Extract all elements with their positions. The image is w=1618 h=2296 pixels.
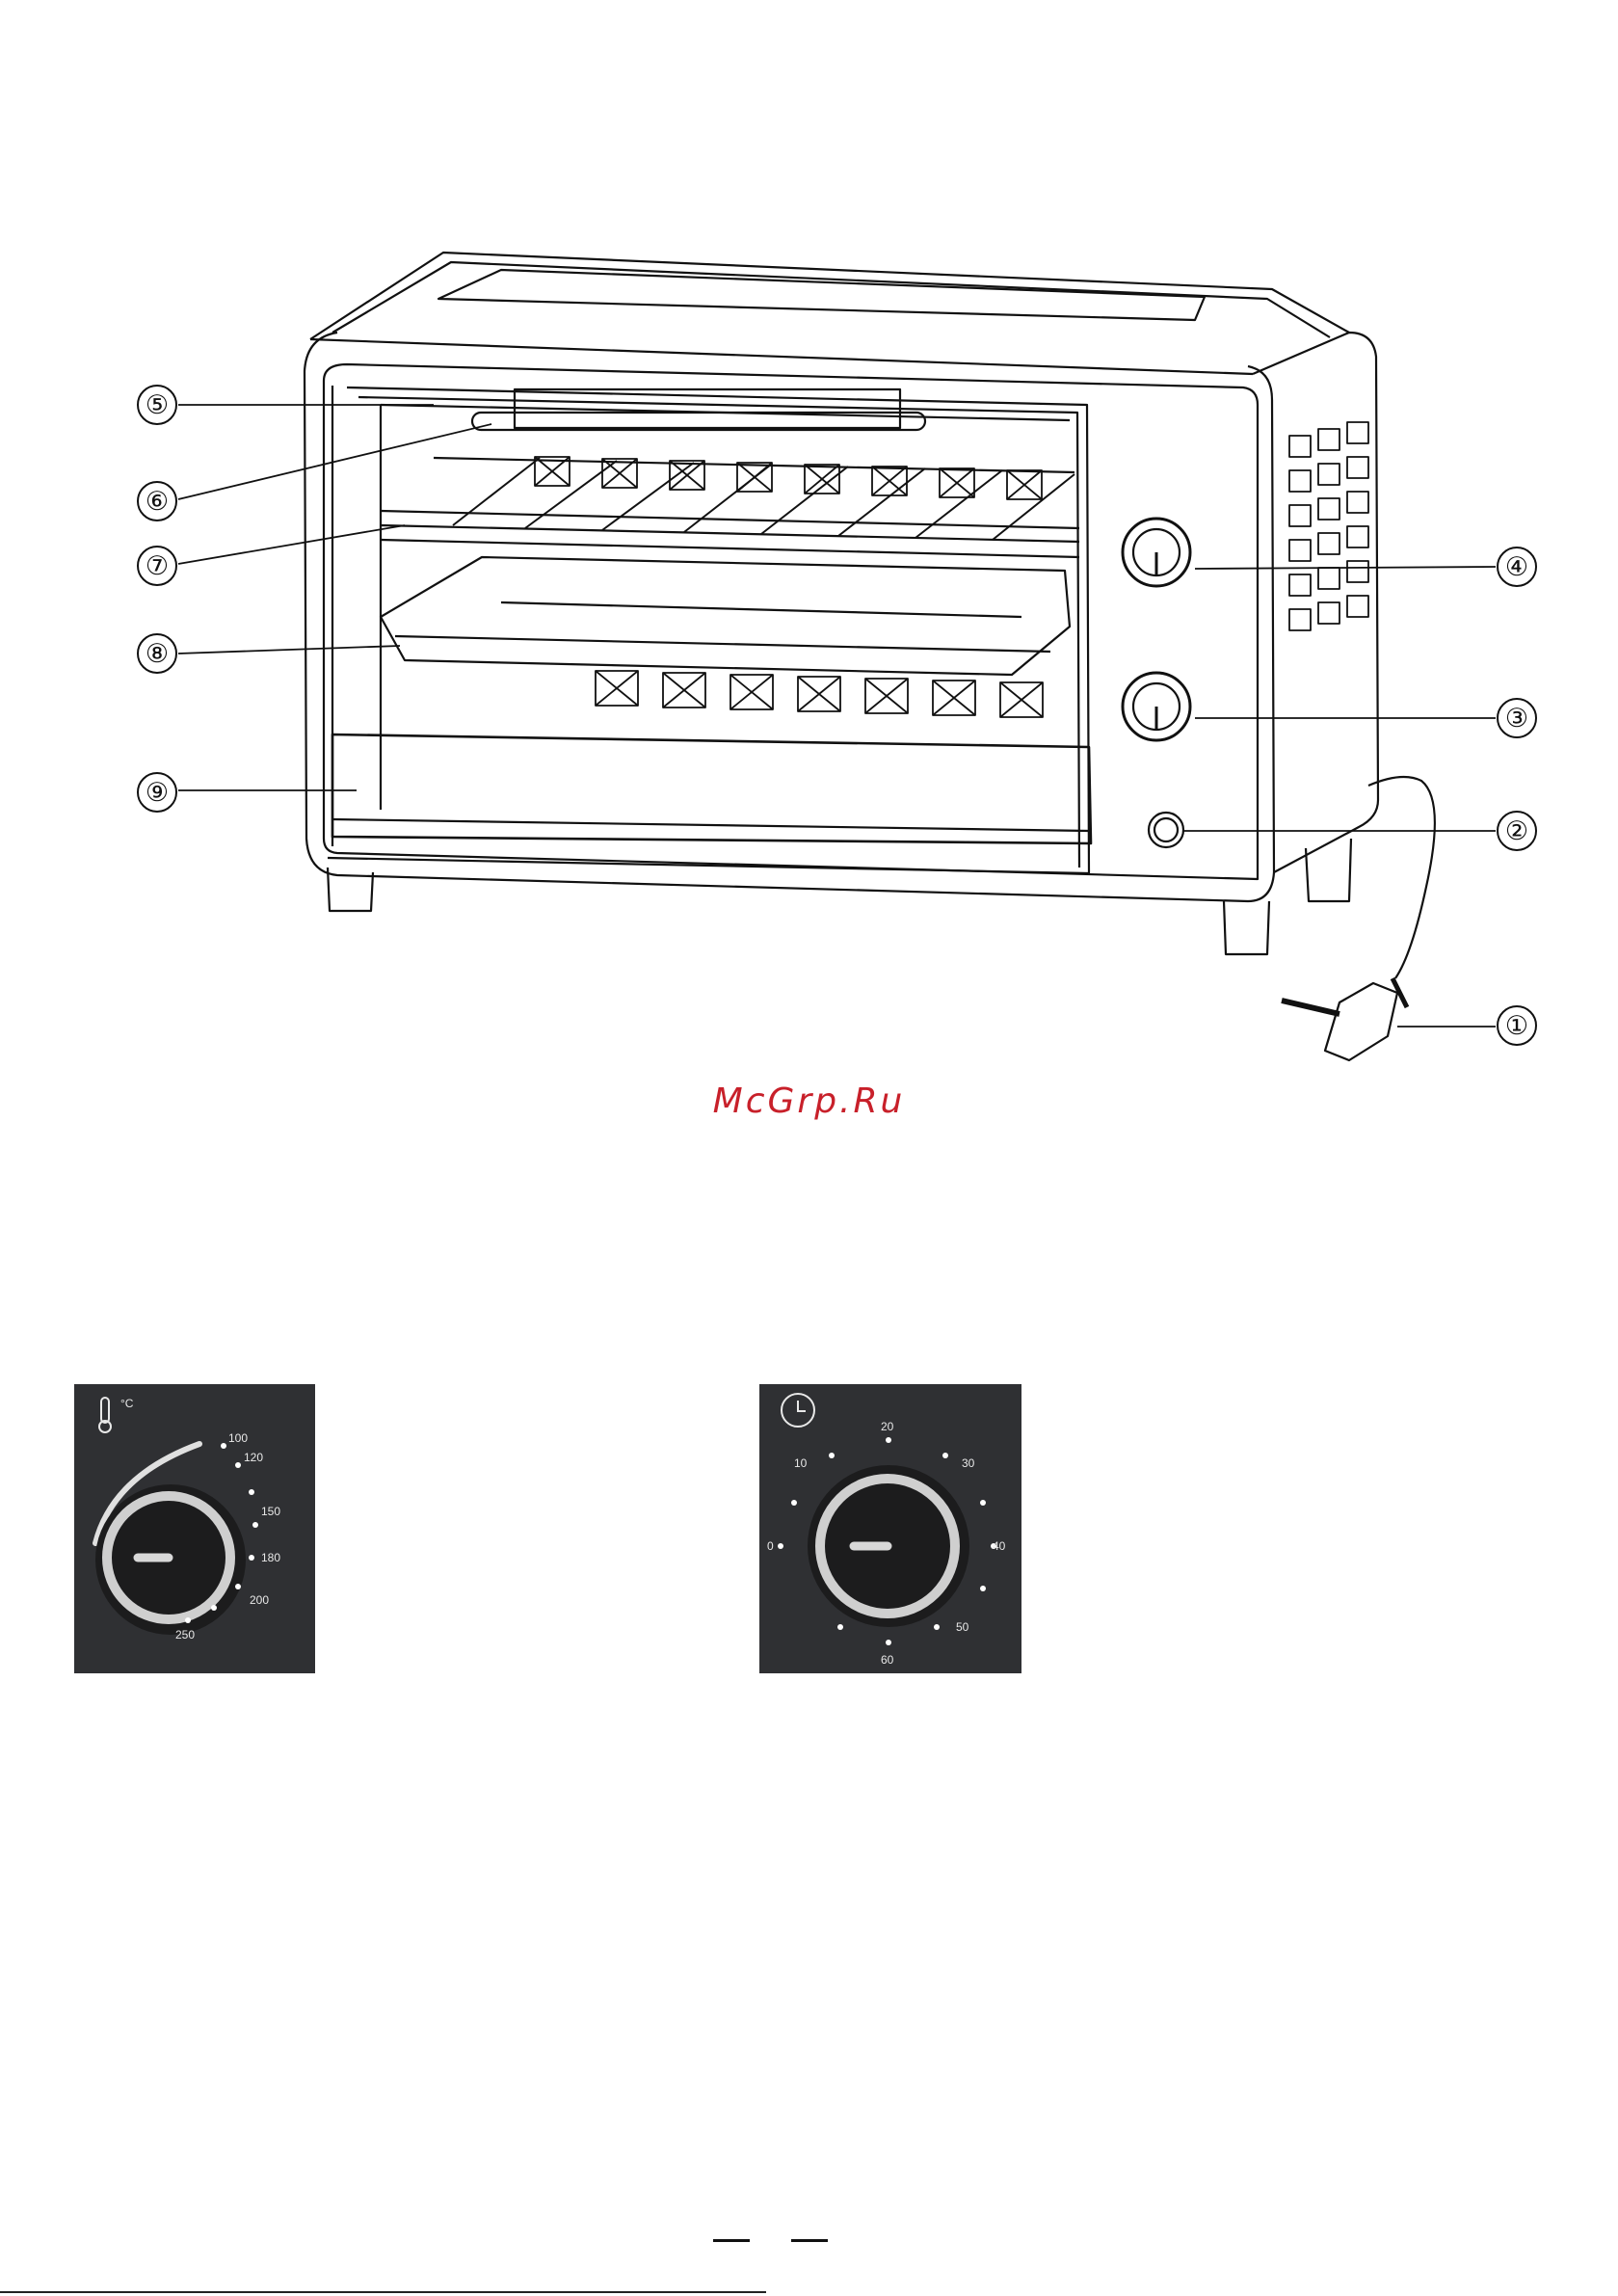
callout-7: ⑦: [137, 546, 177, 586]
watermark-text: McGrp.Ru: [0, 1081, 1618, 1121]
timer-scale-20: 20: [881, 1420, 894, 1433]
callout-9: ⑨: [137, 772, 177, 813]
callout-5: ⑤: [137, 385, 177, 425]
page-number-mark-right: [791, 2239, 828, 2242]
timer-scale-50: 50: [956, 1620, 969, 1634]
callout-8: ⑧: [137, 633, 177, 674]
temperature-knob-panel: °C 100 120 150 180 200 250: [74, 1384, 315, 1673]
timer-scale-10: 10: [794, 1456, 808, 1470]
callout-3: ③: [1497, 698, 1537, 738]
timer-scale-0: 0: [767, 1539, 774, 1553]
temp-scale-200: 200: [250, 1593, 269, 1607]
oven-illustration: [0, 0, 1618, 1099]
temperature-unit-label: °C: [120, 1397, 134, 1410]
callout-6: ⑥: [137, 481, 177, 521]
timer-knob-panel: 0 10 20 30 40 50 60: [759, 1384, 1021, 1673]
temp-scale-250: 250: [175, 1628, 195, 1642]
bottom-rule: [0, 2291, 766, 2293]
temp-scale-180: 180: [261, 1551, 280, 1564]
temp-scale-100: 100: [228, 1431, 248, 1445]
timer-scale-60: 60: [881, 1653, 894, 1667]
callout-4: ④: [1497, 547, 1537, 587]
timer-scale-40: 40: [993, 1539, 1006, 1553]
callout-1: ①: [1497, 1005, 1537, 1046]
temp-scale-150: 150: [261, 1505, 280, 1518]
thermometer-icon: [99, 1398, 111, 1432]
clock-icon: [782, 1394, 814, 1427]
page-number-mark-left: [713, 2239, 750, 2242]
temp-scale-120: 120: [244, 1451, 263, 1464]
callout-2: ②: [1497, 811, 1537, 851]
timer-scale-30: 30: [962, 1456, 975, 1470]
